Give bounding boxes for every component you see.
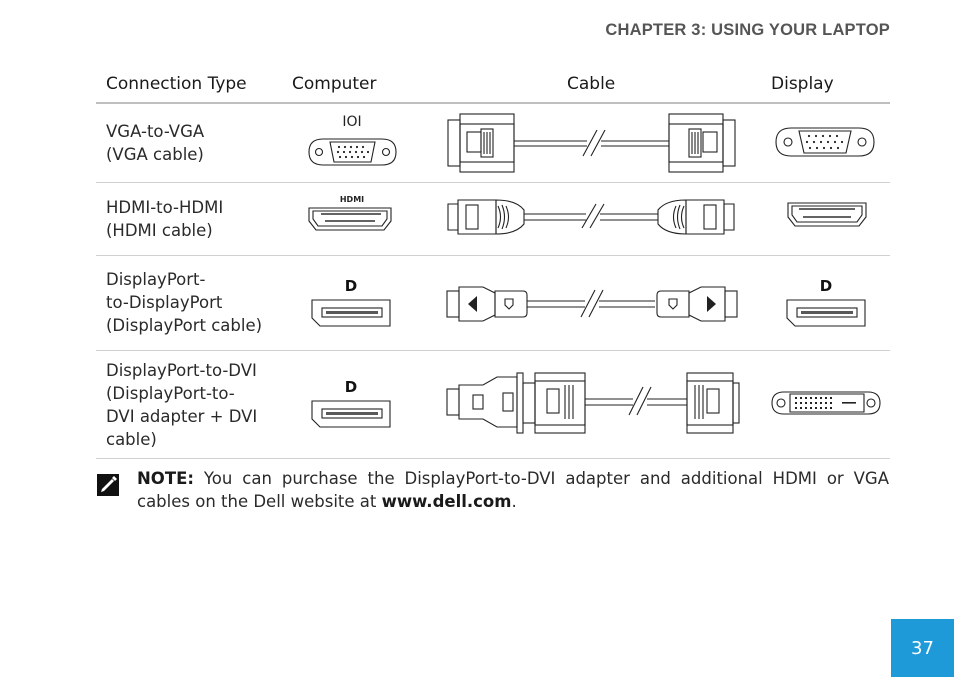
row-divider <box>96 458 890 459</box>
vga-port-icon: IOI <box>308 114 397 166</box>
row-dp-type: DisplayPort- to-DisplayPort (DisplayPort… <box>106 270 263 335</box>
column-header-cable: Cable <box>567 74 616 94</box>
column-header-computer: Computer <box>292 74 377 94</box>
dp-computer-port-icon: D <box>311 378 391 428</box>
displayport-cable-icon <box>446 286 738 322</box>
row-hdmi-type: HDMI-to-HDMI (HDMI cable) <box>106 198 224 240</box>
vga-cable-icon <box>447 113 736 173</box>
dp-symbol: D <box>820 277 832 295</box>
dp-symbol: D <box>345 378 357 396</box>
note-paragraph: NOTE: You can purchase the DisplayPort-t… <box>137 467 889 513</box>
dvi-port-icon <box>771 391 881 415</box>
dp-symbol: D <box>345 277 357 295</box>
row-dp-dvi-type: DisplayPort-to-DVI (DisplayPort-to- DVI … <box>106 361 258 449</box>
row-divider <box>96 350 890 351</box>
row-divider <box>96 255 890 256</box>
hdmi-cable-icon <box>447 199 735 235</box>
display-hdmi-port-icon <box>787 202 867 227</box>
hdmi-port-icon: HDMI <box>308 195 392 231</box>
note-label: NOTE: <box>137 469 194 488</box>
header-divider <box>96 102 890 104</box>
note-pencil-icon <box>97 474 119 496</box>
chapter-header: CHAPTER 3: USING YOUR LAPTOP <box>605 21 890 39</box>
column-header-display: Display <box>771 74 834 94</box>
dell-website-link[interactable]: www.dell.com <box>381 492 512 511</box>
note-end: . <box>511 492 517 511</box>
displayport-port-icon: D <box>311 277 391 327</box>
row-vga-type: VGA-to-VGA (VGA cable) <box>106 122 205 164</box>
hdmi-symbol: HDMI <box>340 195 364 204</box>
note-text: You can purchase the DisplayPort-to-DVI … <box>137 469 889 511</box>
vga-symbol: IOI <box>342 114 361 130</box>
dp-dvi-adapter-cable-icon <box>446 372 740 434</box>
display-displayport-port-icon: D <box>786 277 866 327</box>
page-number: 37 <box>891 619 954 677</box>
display-vga-port-icon <box>775 127 875 157</box>
column-header-connection-type: Connection Type <box>106 74 247 94</box>
row-divider <box>96 182 890 183</box>
